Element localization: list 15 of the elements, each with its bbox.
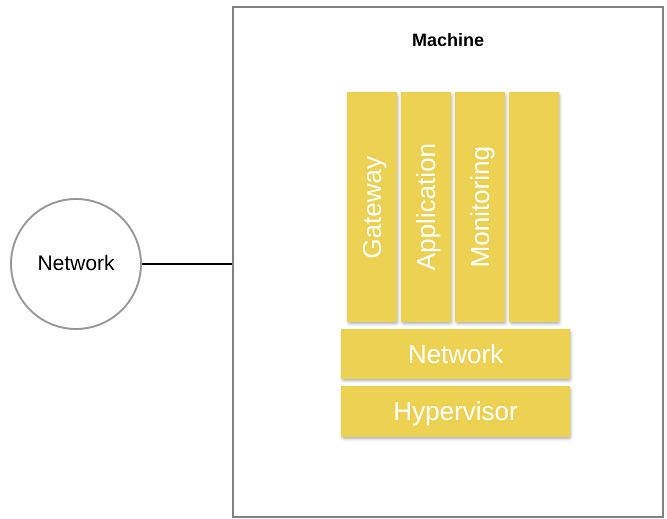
layer-label: Hypervisor bbox=[393, 396, 518, 427]
machine-title: Machine bbox=[412, 30, 484, 51]
empty-column bbox=[509, 92, 559, 322]
layer-label: Monitoring bbox=[464, 146, 496, 268]
component-column bbox=[401, 92, 451, 322]
layer-bar bbox=[341, 329, 570, 379]
component-column bbox=[455, 92, 505, 322]
component-column bbox=[347, 92, 397, 322]
layer-label: Network bbox=[408, 338, 504, 370]
node-label: Network bbox=[37, 252, 115, 276]
machine-frame bbox=[232, 6, 664, 518]
layer-label: Application bbox=[410, 143, 442, 271]
connector-line bbox=[142, 263, 232, 265]
layer-label: Gateway bbox=[356, 156, 388, 258]
layer-bar bbox=[341, 386, 570, 437]
